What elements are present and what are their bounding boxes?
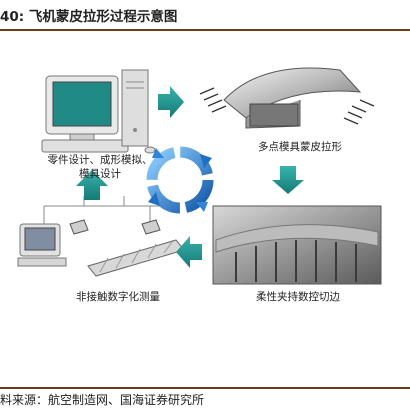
design-workstation-icon (41, 69, 156, 154)
source-note: 料来源：航空制造网、国海证券研究所 (0, 393, 205, 407)
bottom-divider (0, 387, 410, 389)
measurement-caption: 非接触数字化测量 (76, 291, 160, 303)
arrow-down-icon (272, 166, 304, 194)
design-caption-line2: 模具设计 (79, 168, 121, 180)
digital-measurement-setup-icon (17, 196, 185, 277)
arrow-left-icon (176, 236, 202, 268)
trimming-caption: 柔性夹持数控切边 (256, 291, 340, 303)
stretch-forming-caption: 多点模具蒙皮拉形 (258, 141, 342, 153)
arrow-right-icon (158, 86, 184, 118)
design-caption: 零件设计、成形模拟、 模具设计 (40, 153, 160, 181)
design-caption-line1: 零件设计、成形模拟、 (47, 154, 153, 166)
cycle-icon (146, 146, 214, 214)
top-divider (0, 29, 410, 31)
arrow-up-icon (76, 170, 108, 200)
flexible-trimming-photo (212, 205, 382, 285)
stretch-forming-machine-icon (199, 67, 375, 129)
figure-title: 40: 飞机蒙皮拉形过程示意图 (0, 9, 178, 25)
